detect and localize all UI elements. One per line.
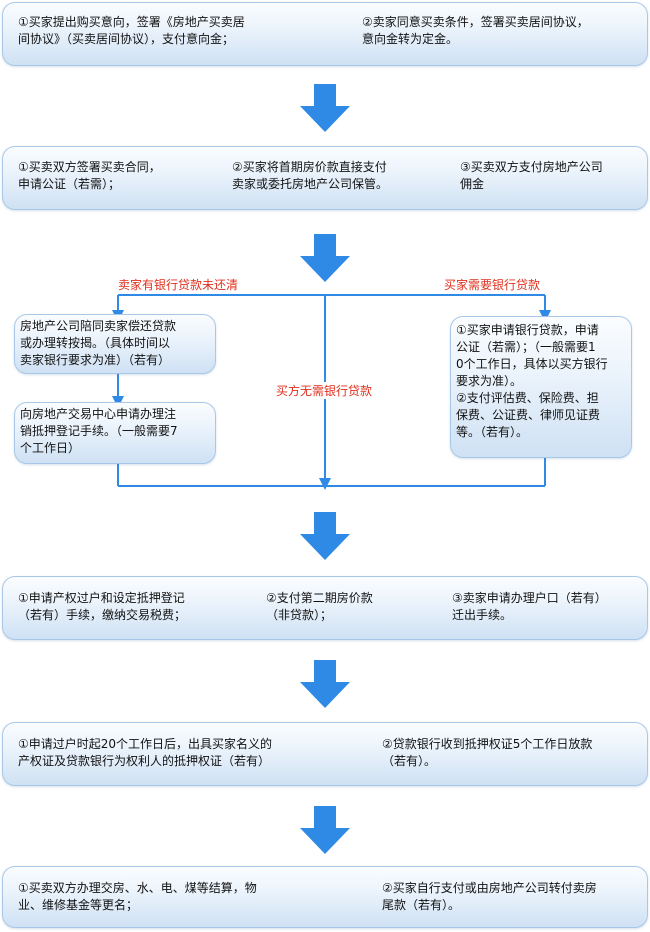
right-branch-text: ①买家申请银行贷款，申请 公证（若需）；（一般需要1 0个工作日，具体以买方银行… (456, 323, 608, 439)
step4-item-2: ②贷款银行收到抵押权证5个工作日放款 （若有）。 (382, 737, 593, 768)
step1-box (2, 2, 648, 66)
left-branch-box-2 (14, 402, 216, 464)
step3-item-3: ③卖家申请办理户口（若有） 迁出手续。 (452, 591, 607, 622)
left-branch-box-1 (14, 314, 216, 374)
branch-label-right: 买家需要银行贷款 (444, 278, 541, 292)
step2-box (2, 146, 648, 210)
down-arrow-icon (300, 512, 350, 560)
down-arrow-icon (300, 660, 350, 708)
step2-item-1: ①买卖双方签署买卖合同， 申请公证（若需）； (18, 160, 161, 191)
left-branch-text-2: 向房地产交易中心申请办理注 销抵押登记手续。（一般需要7 个工作日） (20, 407, 178, 455)
down-arrow-icon (300, 234, 350, 282)
step5-item-1: ①买卖双方办理交房、水、电、煤等结算，物 业、维修基金等更名； (18, 881, 257, 912)
step4-item-1: ①申请过户时起20个工作日后，出具买家名义的 产权证及贷款银行为权利人的抵押权证… (18, 737, 273, 768)
down-arrow-icon (300, 84, 350, 132)
left-branch-text-1: 房地产公司陪同卖家偿还贷款 或办理转按揭。（具体时间以 卖家银行要求为准）（若有… (20, 319, 177, 367)
step3-item-2: ②支付第二期房价款 （非贷款）； (266, 591, 373, 622)
step3-box (2, 576, 648, 640)
step1-item-2: ②卖家同意买卖条件，签署买卖居间协议， 意向金转为定金。 (362, 15, 589, 46)
step3-item-1: ①申请产权过户和设定抵押登记 （若有）手续，缴纳交易税费； (18, 591, 187, 622)
right-branch-box (450, 316, 632, 458)
step5-item-2: ②买家自行支付或由房地产公司转付卖房 尾款（若有）。 (382, 881, 597, 912)
step4-box (2, 722, 648, 786)
step5-box (2, 866, 648, 928)
step2-item-3: ③买卖双方支付房地产公司 佣金 (460, 160, 603, 191)
step2-item-2: ②买家将首期房价款直接支付 卖家或委托房地产公司保管。 (232, 160, 389, 191)
step1-item-1: ①买家提出购买意向，签署《房地产买卖居 间协议》（买卖居间协议），支付意向金； (18, 15, 245, 46)
branch-label-left: 卖家有银行贷款未还清 (118, 278, 239, 292)
branch-label-middle: 买方无需银行贷款 (274, 382, 375, 399)
down-arrow-icon (300, 806, 350, 854)
